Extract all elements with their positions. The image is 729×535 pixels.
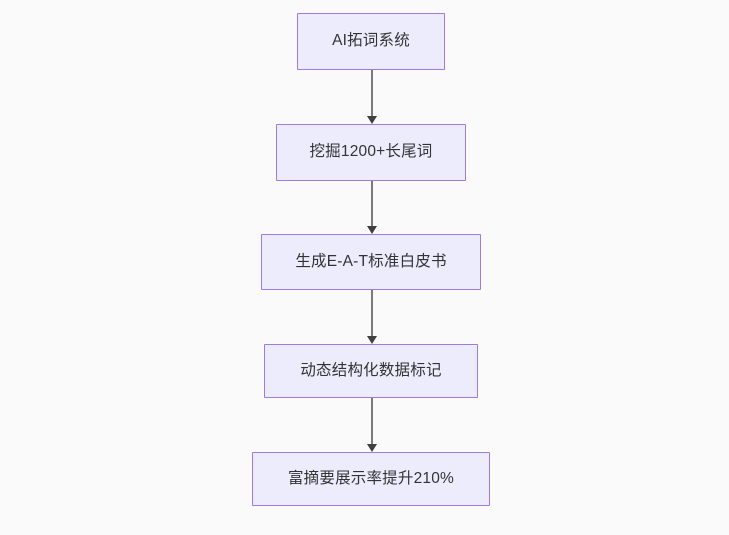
- flow-node-dynamic-structured-data-markup[interactable]: 动态结构化数据标记: [264, 344, 478, 398]
- arrowhead-icon: [366, 116, 377, 124]
- flow-node-ai-keyword-system[interactable]: AI拓词系统: [297, 13, 445, 70]
- flow-node-rich-snippet-impression-lift[interactable]: 富摘要展示率提升210%: [252, 452, 490, 506]
- flow-node-label: 挖掘1200+长尾词: [309, 143, 433, 161]
- edge-line: [371, 398, 373, 445]
- arrowhead-icon: [366, 336, 377, 344]
- edge-line: [371, 181, 373, 227]
- flow-node-label: 动态结构化数据标记: [300, 361, 442, 379]
- flow-node-generate-eat-whitepaper[interactable]: 生成E-A-T标准白皮书: [261, 234, 481, 290]
- flow-node-label: AI拓词系统: [332, 32, 410, 50]
- arrowhead-icon: [366, 444, 377, 452]
- flow-node-mine-longtail-keywords[interactable]: 挖掘1200+长尾词: [276, 124, 466, 181]
- arrowhead-icon: [366, 226, 377, 234]
- flow-node-label: 生成E-A-T标准白皮书: [295, 252, 447, 270]
- edge-line: [371, 290, 373, 337]
- edge-line: [371, 70, 373, 117]
- flow-node-label: 富摘要展示率提升210%: [287, 469, 455, 487]
